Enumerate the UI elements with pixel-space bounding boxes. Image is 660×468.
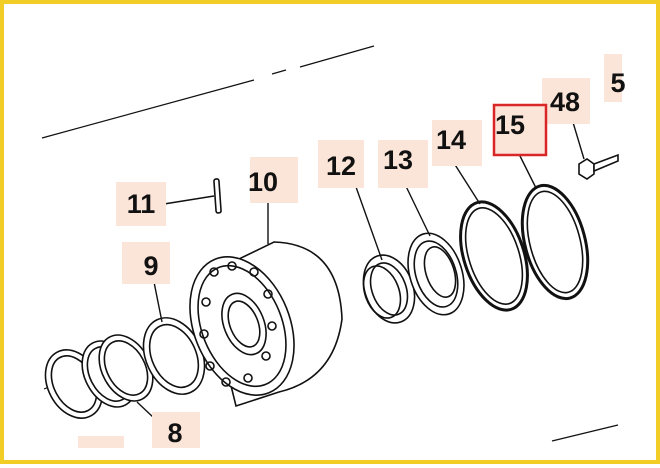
callout-label: 11: [127, 189, 156, 219]
highlight-box: [492, 103, 548, 157]
part-12-bearing-cup: [362, 254, 416, 324]
part-8-rings: [44, 334, 154, 419]
callout-label: 9: [143, 251, 158, 281]
callout-12: 12: [318, 140, 364, 188]
callout-label: 10: [248, 167, 278, 197]
callout-label: 8: [167, 418, 182, 448]
callout-13: 13: [378, 140, 428, 188]
part-15-o-ring: [520, 183, 590, 301]
callout-label: 5: [610, 68, 625, 98]
callout-48: 48: [542, 78, 590, 124]
callout-15: 15: [492, 103, 548, 157]
callout-14: 14: [432, 120, 482, 166]
callout-label: 13: [383, 145, 413, 175]
callout-label: 14: [436, 125, 466, 155]
part-10-hub: [189, 241, 343, 408]
callout-label: 15: [495, 110, 525, 140]
callout-9: 9: [122, 242, 170, 284]
callout-label: 48: [550, 87, 580, 117]
callout-partial: [78, 436, 124, 448]
part-13-bearing: [407, 232, 465, 316]
callout-8: 8: [152, 412, 200, 448]
callout-label: 12: [326, 151, 356, 181]
hub-bolt-holes: [199, 261, 277, 387]
part-11-pin: [213, 178, 222, 214]
callout-10: 10: [248, 157, 298, 203]
callout-5: 5: [604, 54, 626, 102]
part-14-seal: [459, 200, 529, 312]
exploded-parts-diagram: 5 48 15 14 13 12 11 10 9 8: [41, 45, 626, 448]
callout-11: 11: [116, 182, 166, 226]
part-48-bolt: [578, 153, 619, 180]
